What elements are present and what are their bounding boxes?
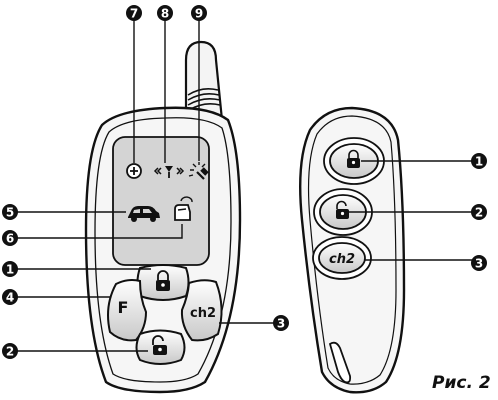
callout-9: 9 (191, 5, 207, 21)
svg-text:1: 1 (475, 155, 483, 169)
leader-lines (15, 20, 473, 352)
car-icon (128, 206, 160, 222)
callout-1-main: 1 (2, 261, 18, 277)
svg-text:1: 1 (6, 263, 14, 277)
figure-caption: Рис. 2 (432, 373, 491, 393)
svg-text:5: 5 (6, 206, 14, 220)
antenna-signal-icon (153, 166, 185, 178)
callout-3-small: 3 (471, 255, 487, 271)
plus-circle-icon (126, 163, 142, 179)
main-remote: F ch2 (84, 40, 242, 394)
lock-open-icon (152, 335, 167, 355)
callout-8: 8 (157, 5, 173, 21)
callout-3-main: 3 (273, 315, 289, 331)
svg-text:9: 9 (195, 7, 203, 21)
callout-7: 7 (126, 5, 142, 21)
ch2-button-label: ch2 (190, 306, 216, 321)
antenna (184, 40, 224, 122)
lcd-display (112, 136, 210, 266)
small-unlock-button[interactable] (313, 188, 373, 236)
small-lock-button[interactable] (323, 137, 385, 185)
lock-closed-icon (347, 149, 360, 168)
small-remote: ch2 (299, 106, 406, 394)
svg-text:3: 3 (277, 317, 285, 331)
lock-button[interactable] (136, 264, 190, 301)
lock-open-icon (336, 200, 349, 219)
small-ch2-button[interactable]: ch2 (312, 236, 372, 280)
callout-2-small: 2 (471, 204, 487, 220)
ch2-button[interactable]: ch2 (180, 279, 223, 342)
small-ch2-button-label: ch2 (329, 252, 355, 267)
lock-closed-icon (156, 270, 170, 291)
callout-6: 6 (2, 230, 18, 246)
lanyard-slot (328, 341, 352, 384)
f-button[interactable]: F (107, 279, 148, 342)
svg-text:2: 2 (475, 206, 483, 220)
svg-text:7: 7 (130, 7, 138, 21)
callout-1-small: 1 (471, 153, 487, 169)
callout-2-main: 2 (2, 343, 18, 359)
car-door-icon (174, 196, 193, 221)
alarm-hammer-icon (188, 162, 209, 180)
svg-text:2: 2 (6, 345, 14, 359)
svg-text:3: 3 (475, 257, 483, 271)
svg-text:8: 8 (161, 7, 169, 21)
callout-5: 5 (2, 204, 18, 220)
f-button-label: F (118, 298, 129, 317)
svg-text:4: 4 (6, 291, 14, 305)
svg-text:6: 6 (6, 232, 14, 246)
unlock-button[interactable] (135, 329, 186, 365)
callout-4: 4 (2, 289, 18, 305)
